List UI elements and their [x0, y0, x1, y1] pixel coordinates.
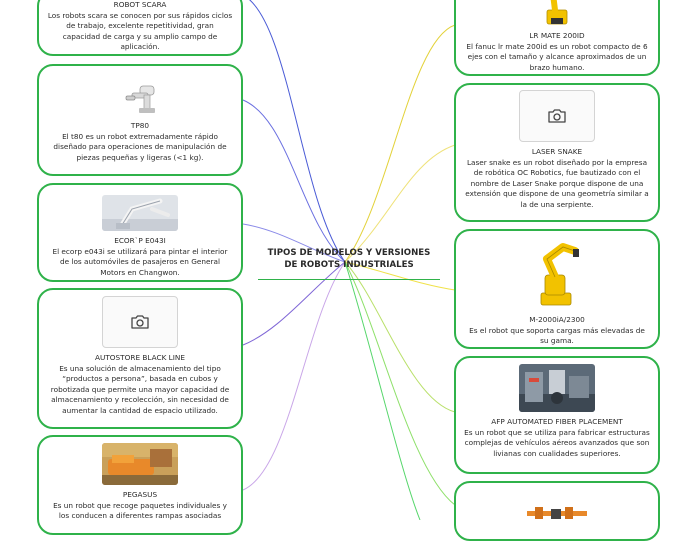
link-m2000 — [344, 261, 456, 291]
node-title: PEGASUS — [122, 490, 158, 499]
link-pegasus — [242, 261, 346, 491]
node-ecorp[interactable]: ECOR`P E043I El ecorp e043i se utilizará… — [37, 183, 243, 282]
node-title: LASER SNAKE — [531, 147, 583, 156]
central-topic-line-1: TIPOS DE MODELOS Y VERSIONES — [267, 248, 431, 258]
central-topic[interactable]: TIPOS DE MODELOS Y VERSIONES DE ROBOTS I… — [258, 247, 440, 280]
node-title: AUTOSTORE BLACK LINE — [95, 353, 185, 362]
connector-lines — [242, 0, 456, 520]
node-title: ECOR`P E043I — [114, 236, 166, 245]
node-title: LR MATE 200ID — [529, 31, 585, 40]
camera-icon — [131, 315, 149, 329]
node-description: Es un robot que recoge paquetes individu… — [53, 500, 227, 521]
node-description: El fanuc lr mate 200id es un robot compa… — [466, 41, 648, 72]
tp80-image — [120, 80, 160, 116]
node-title: ROBOT SCARA — [113, 0, 167, 9]
laser-snake-image-placeholder — [519, 90, 595, 142]
afp-image — [519, 364, 595, 412]
link-laser-snake — [344, 144, 456, 263]
link-ecorp — [242, 223, 346, 263]
link-robot-scara — [248, 0, 346, 263]
ecorp-image — [102, 195, 178, 231]
node-title: TP80 — [130, 121, 150, 130]
pegasus-image — [102, 443, 178, 485]
node-pegasus[interactable]: PEGASUS Es un robot que recoge paquetes … — [37, 435, 243, 535]
node-tp80[interactable]: TP80 El t80 es un robot extremadamente r… — [37, 64, 243, 176]
node-title: AFP AUTOMATED FIBER PLACEMENT — [491, 417, 623, 426]
node-title: M-2000iA/2300 — [529, 315, 585, 324]
autostore-image-placeholder — [102, 296, 178, 348]
lr-mate-image — [537, 0, 577, 26]
node-description: Es el robot que soporta cargas más eleva… — [469, 325, 645, 346]
node-afp[interactable]: AFP AUTOMATED FIBER PLACEMENT Es un robo… — [454, 356, 660, 474]
central-topic-line-2: DE ROBOTS INDUSTRIALES — [284, 260, 414, 270]
node-description: Es una solución de almacenamiento del ti… — [50, 363, 230, 415]
node-autostore[interactable]: AUTOSTORE BLACK LINE Es una solución de … — [37, 288, 243, 429]
link-extra — [344, 261, 421, 520]
link-autostore — [242, 261, 346, 346]
node-description: El ecorp e043i se utilizará para pintar … — [52, 246, 228, 277]
node-description: Los robots scara se conocen por sus rápi… — [47, 10, 233, 52]
node-description: El t80 es un robot extremadamente rápido… — [53, 131, 227, 162]
node-bottom-right[interactable] — [454, 481, 660, 541]
gantry-image — [525, 503, 589, 523]
node-lr-mate[interactable]: LR MATE 200ID El fanuc lr mate 200id es … — [454, 0, 660, 76]
link-afp — [344, 261, 456, 413]
link-lr-mate — [344, 24, 456, 263]
link-tp80 — [242, 99, 346, 263]
camera-icon — [548, 109, 566, 123]
link-bottom — [344, 261, 456, 506]
node-m2000[interactable]: M-2000iA/2300 Es el robot que soporta ca… — [454, 229, 660, 349]
m2000-image — [529, 237, 585, 309]
node-robot-scara[interactable]: ROBOT SCARA Los robots scara se conocen … — [37, 0, 243, 56]
node-description: Es un robot que se utiliza para fabricar… — [464, 427, 650, 458]
node-description: Laser snake es un robot diseñado por la … — [465, 157, 649, 209]
node-laser-snake[interactable]: LASER SNAKE Laser snake es un robot dise… — [454, 83, 660, 222]
